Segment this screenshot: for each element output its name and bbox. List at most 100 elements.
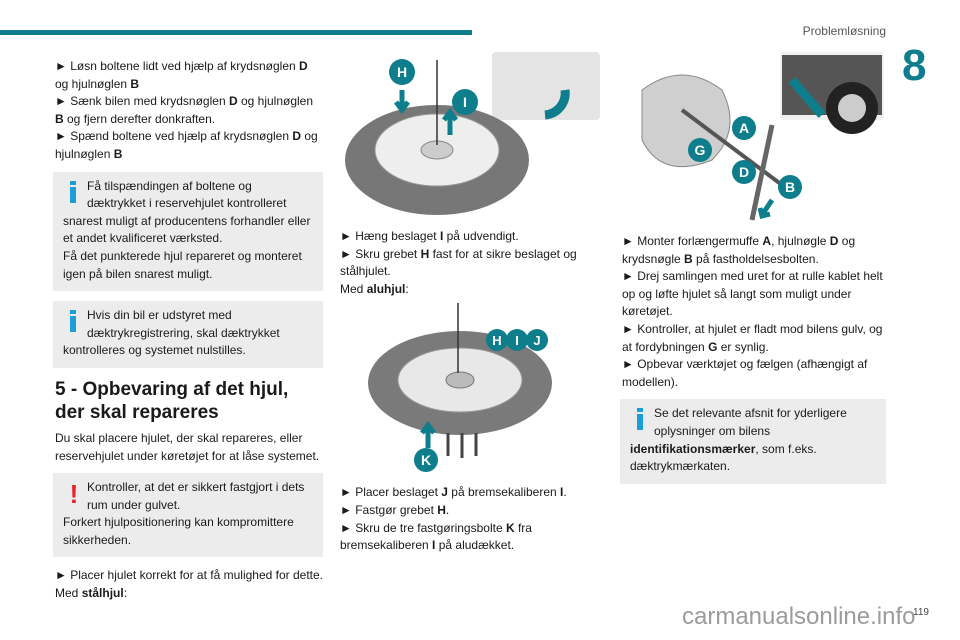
label-j: J (533, 333, 540, 348)
alloy-wheel-illustration: H I J K (368, 303, 552, 473)
paragraph: ► Monter forlængermuffe A, hjulnøgle D o… (622, 233, 886, 268)
bold-text: J (441, 485, 448, 500)
paragraph: ► Sænk bilen med krydsnøglen D og hjulnø… (55, 93, 323, 128)
instruction-list: ► Løsn boltene lidt ved hjælp af krydsnø… (55, 58, 323, 164)
paragraph: Du skal placere hjulet, der skal reparer… (55, 430, 323, 465)
bold-text: aluhjul (366, 281, 406, 296)
spare-wheel-mechanism (641, 74, 731, 168)
instruction-text: ► Placer beslaget J på bremsekaliberen I… (340, 484, 602, 554)
text: og hjulnøglen (237, 94, 314, 109)
text: , hjulnøgle (771, 234, 830, 248)
watermark[interactable]: carmanualsonline.info (682, 603, 916, 630)
text: Få tilspændingen af boltene og dæktrykke… (63, 178, 311, 246)
bold-text: stålhjul (81, 586, 124, 601)
paragraph: ► Kontroller, at hjulet er fladt mod bil… (622, 321, 886, 356)
text: Med (55, 586, 82, 601)
bold-text: A (762, 234, 772, 248)
up-arrow-icon (442, 107, 458, 135)
paragraph: ► Placer hjulet korrekt for at få muligh… (55, 567, 323, 585)
bold-text: G (708, 339, 718, 354)
label-g: G (695, 142, 706, 158)
text: : (123, 586, 128, 601)
bold-text: D (292, 129, 302, 144)
text: ► Fastgør grebet (340, 502, 438, 517)
text: ► Monter forlængermuffe (622, 234, 763, 248)
bold-text: I (560, 485, 564, 500)
text: . (445, 502, 450, 517)
text: Du skal placere hjulet, der skal reparer… (55, 430, 320, 463)
chapter-number: 8 (902, 41, 927, 90)
paragraph: ► Skru grebet H fast for at sikre beslag… (340, 246, 602, 281)
paragraph: Hvis din bil er udstyret med dæktrykregi… (63, 307, 313, 360)
page-number: 119 (913, 607, 929, 618)
down-arrow-icon (394, 90, 410, 115)
bold-text: D (228, 94, 238, 109)
text: ► Skru grebet (340, 246, 421, 261)
section-heading: 5 - Opbevaring af det hjul, der skal rep… (55, 378, 289, 423)
label-i: I (463, 94, 467, 110)
text: på udvendigt. (443, 229, 519, 243)
paragraph: ► Drej samlingen med uret for at rulle k… (622, 268, 886, 321)
label-k: K (421, 452, 431, 468)
bold-text: H (420, 246, 430, 261)
paragraph: ► Spænd boltene ved hjælp af krydsnøglen… (55, 128, 323, 163)
paragraph: ► Placer beslaget J på bremsekaliberen I… (340, 484, 602, 502)
text: og krydsnøgle (622, 234, 856, 266)
text: på fastholdelsesbolten. (692, 251, 819, 266)
wheel-storage-illustration: A G D B (641, 52, 884, 221)
text: Forkert hjulpositionering kan kompromitt… (63, 515, 294, 547)
paragraph: ► Hæng beslaget I på udvendigt. (340, 228, 602, 246)
info-icon (65, 307, 83, 337)
bold-text: I (432, 538, 436, 553)
bold-text: D (299, 59, 308, 73)
label-i: I (515, 333, 519, 348)
warning-icon: ! (69, 479, 79, 510)
instruction-text: ► Placer hjulet korrekt for at få muligh… (55, 567, 323, 602)
text: ► Sænk bilen med krydsnøglen (55, 94, 229, 109)
info-box: Se det relevante afsnit for yderligere o… (620, 399, 886, 484)
section-title: Problemløsning (802, 24, 886, 38)
rotate-arrow-icon (544, 89, 570, 120)
text: ► Hæng beslaget (340, 229, 440, 243)
column-1: ► Løsn boltene lidt ved hjælp af krydsnø… (53, 58, 323, 603)
text: ► Spænd boltene ved hjælp af krydsnøglen (55, 129, 293, 144)
paragraph: ► Løsn boltene lidt ved hjælp af krydsnø… (55, 58, 323, 93)
warning-box: ! Kontroller, at det er sikkert fastgjor… (53, 473, 323, 558)
rotate-arrow-icon (757, 198, 775, 220)
paragraph: Forkert hjulpositionering kan kompromitt… (63, 514, 313, 549)
bold-text: D (829, 234, 839, 248)
text: Se det relevante afsnit for yderligere o… (654, 406, 847, 438)
text: og hjulnøglen (55, 129, 318, 161)
text: ► Placer beslaget (340, 485, 442, 500)
bold-text: I (439, 229, 444, 243)
label-h-badge (389, 59, 415, 85)
paragraph: Se det relevante afsnit for yderligere o… (630, 405, 876, 475)
text: og hjulnøglen (55, 76, 131, 91)
paragraph: ► Opbevar værktøjet og fælgen (afhængigt… (622, 356, 886, 391)
info-text: Se det relevante afsnit for yderligere o… (630, 405, 876, 475)
text: er synlig. (717, 339, 769, 354)
text: . (563, 485, 567, 500)
bold-text: B (130, 76, 140, 91)
warning-text: Kontroller, at det er sikkert fastgjort … (63, 479, 313, 549)
text: på bremsekaliberen (447, 485, 561, 500)
paragraph: ► Fastgør grebet H. (340, 502, 602, 520)
instruction-text: ► Monter forlængermuffe A, hjulnøgle D o… (622, 233, 886, 391)
detail-inset (492, 52, 600, 120)
bold-text: K (505, 520, 515, 535)
bold-text: B (55, 111, 64, 126)
label-a: A (739, 120, 749, 136)
text: Få det punkterede hjul repareret og mont… (63, 248, 302, 281)
bold-text: H (437, 502, 446, 517)
steel-wheel-illustration: H I (345, 52, 600, 215)
text: og fjern derefter donkraften. (63, 111, 216, 126)
text: , som f.eks. dæktrykmærkaten. (630, 441, 817, 474)
info-text: Hvis din bil er udstyret med dæktrykregi… (63, 307, 313, 360)
label-i-badge (452, 89, 478, 115)
text: fra bremsekaliberen (340, 520, 532, 553)
paragraph: Få tilspændingen af boltene og dæktrykke… (63, 178, 313, 248)
info-icon (65, 178, 83, 208)
paragraph: Få det punkterede hjul repareret og mont… (63, 248, 313, 283)
bold-text: B (684, 251, 693, 266)
info-text: Få tilspændingen af boltene og dæktrykke… (63, 178, 313, 284)
